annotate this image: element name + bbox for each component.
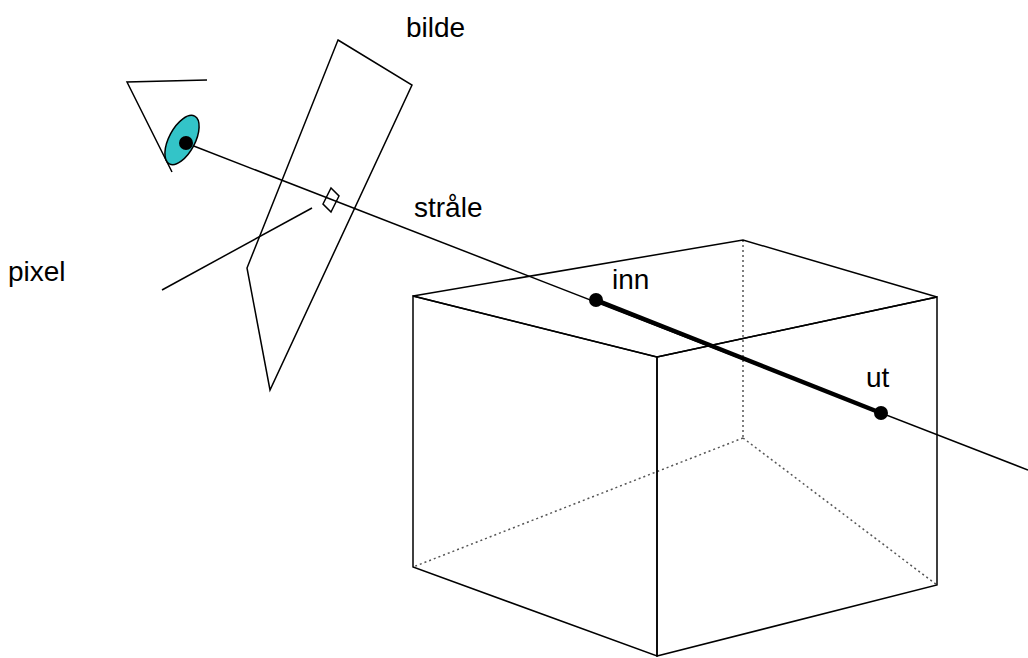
hidden-edges xyxy=(413,240,937,585)
exit-label: ut xyxy=(866,362,889,394)
entry-point xyxy=(589,293,603,307)
eye-point xyxy=(179,136,193,150)
ray-label: stråle xyxy=(414,192,482,224)
eye xyxy=(127,80,207,172)
image-label: bilde xyxy=(406,12,465,44)
volume-box xyxy=(413,240,937,656)
entry-label: inn xyxy=(612,264,649,296)
ray-line xyxy=(186,143,1028,470)
image-plane xyxy=(247,40,412,390)
exit-point xyxy=(874,406,888,420)
ray-inside-segment xyxy=(596,300,881,413)
leader-line xyxy=(162,208,312,290)
pixel-label: pixel xyxy=(8,256,66,288)
